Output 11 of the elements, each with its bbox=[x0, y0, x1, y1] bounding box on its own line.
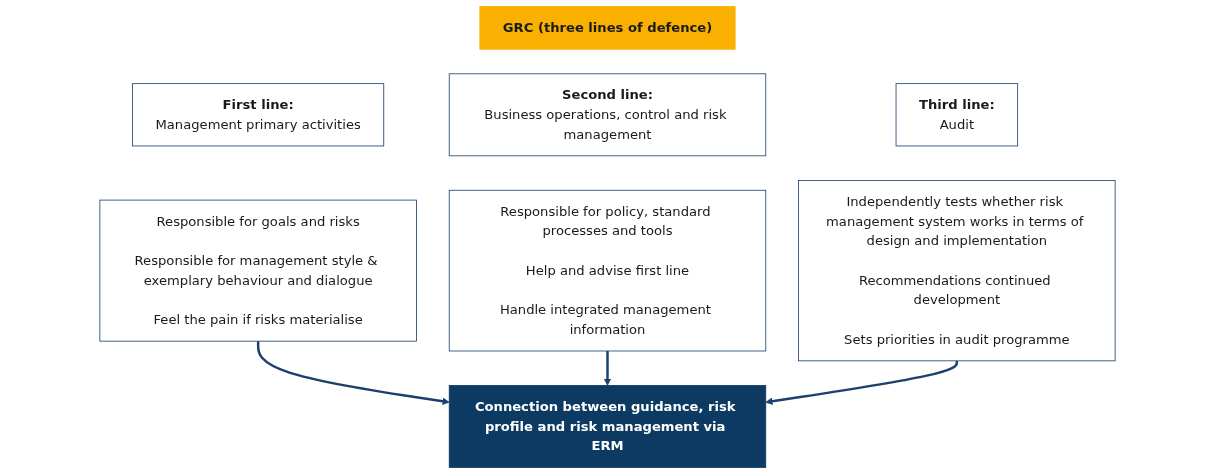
node-box: Independently tests whether risk management system works in terms of design and implementation Recommendations continued development Sets priorities in audit programme bbox=[798, 180, 1116, 362]
node-box: Responsible for goals and risks Responsible for management style & exemplary behaviour and dialogue Feel the pain if risks materialise bbox=[99, 199, 417, 342]
node-box: Responsible for policy, standard processes and tools Help and advise first line Handle integrated management information bbox=[448, 189, 767, 352]
arrow bbox=[765, 360, 959, 405]
node-box: GRC (three lines of defence) bbox=[479, 6, 736, 50]
node-box: Second line: Business operations, control and risk management bbox=[448, 73, 767, 157]
node-box: Third line: Audit bbox=[895, 83, 1019, 147]
arrow bbox=[256, 341, 450, 405]
node-box: First line: Management primary activities bbox=[132, 83, 385, 147]
node-box: Connection between guidance, risk profile and risk management via ERM bbox=[448, 385, 767, 468]
arrow bbox=[603, 351, 612, 386]
